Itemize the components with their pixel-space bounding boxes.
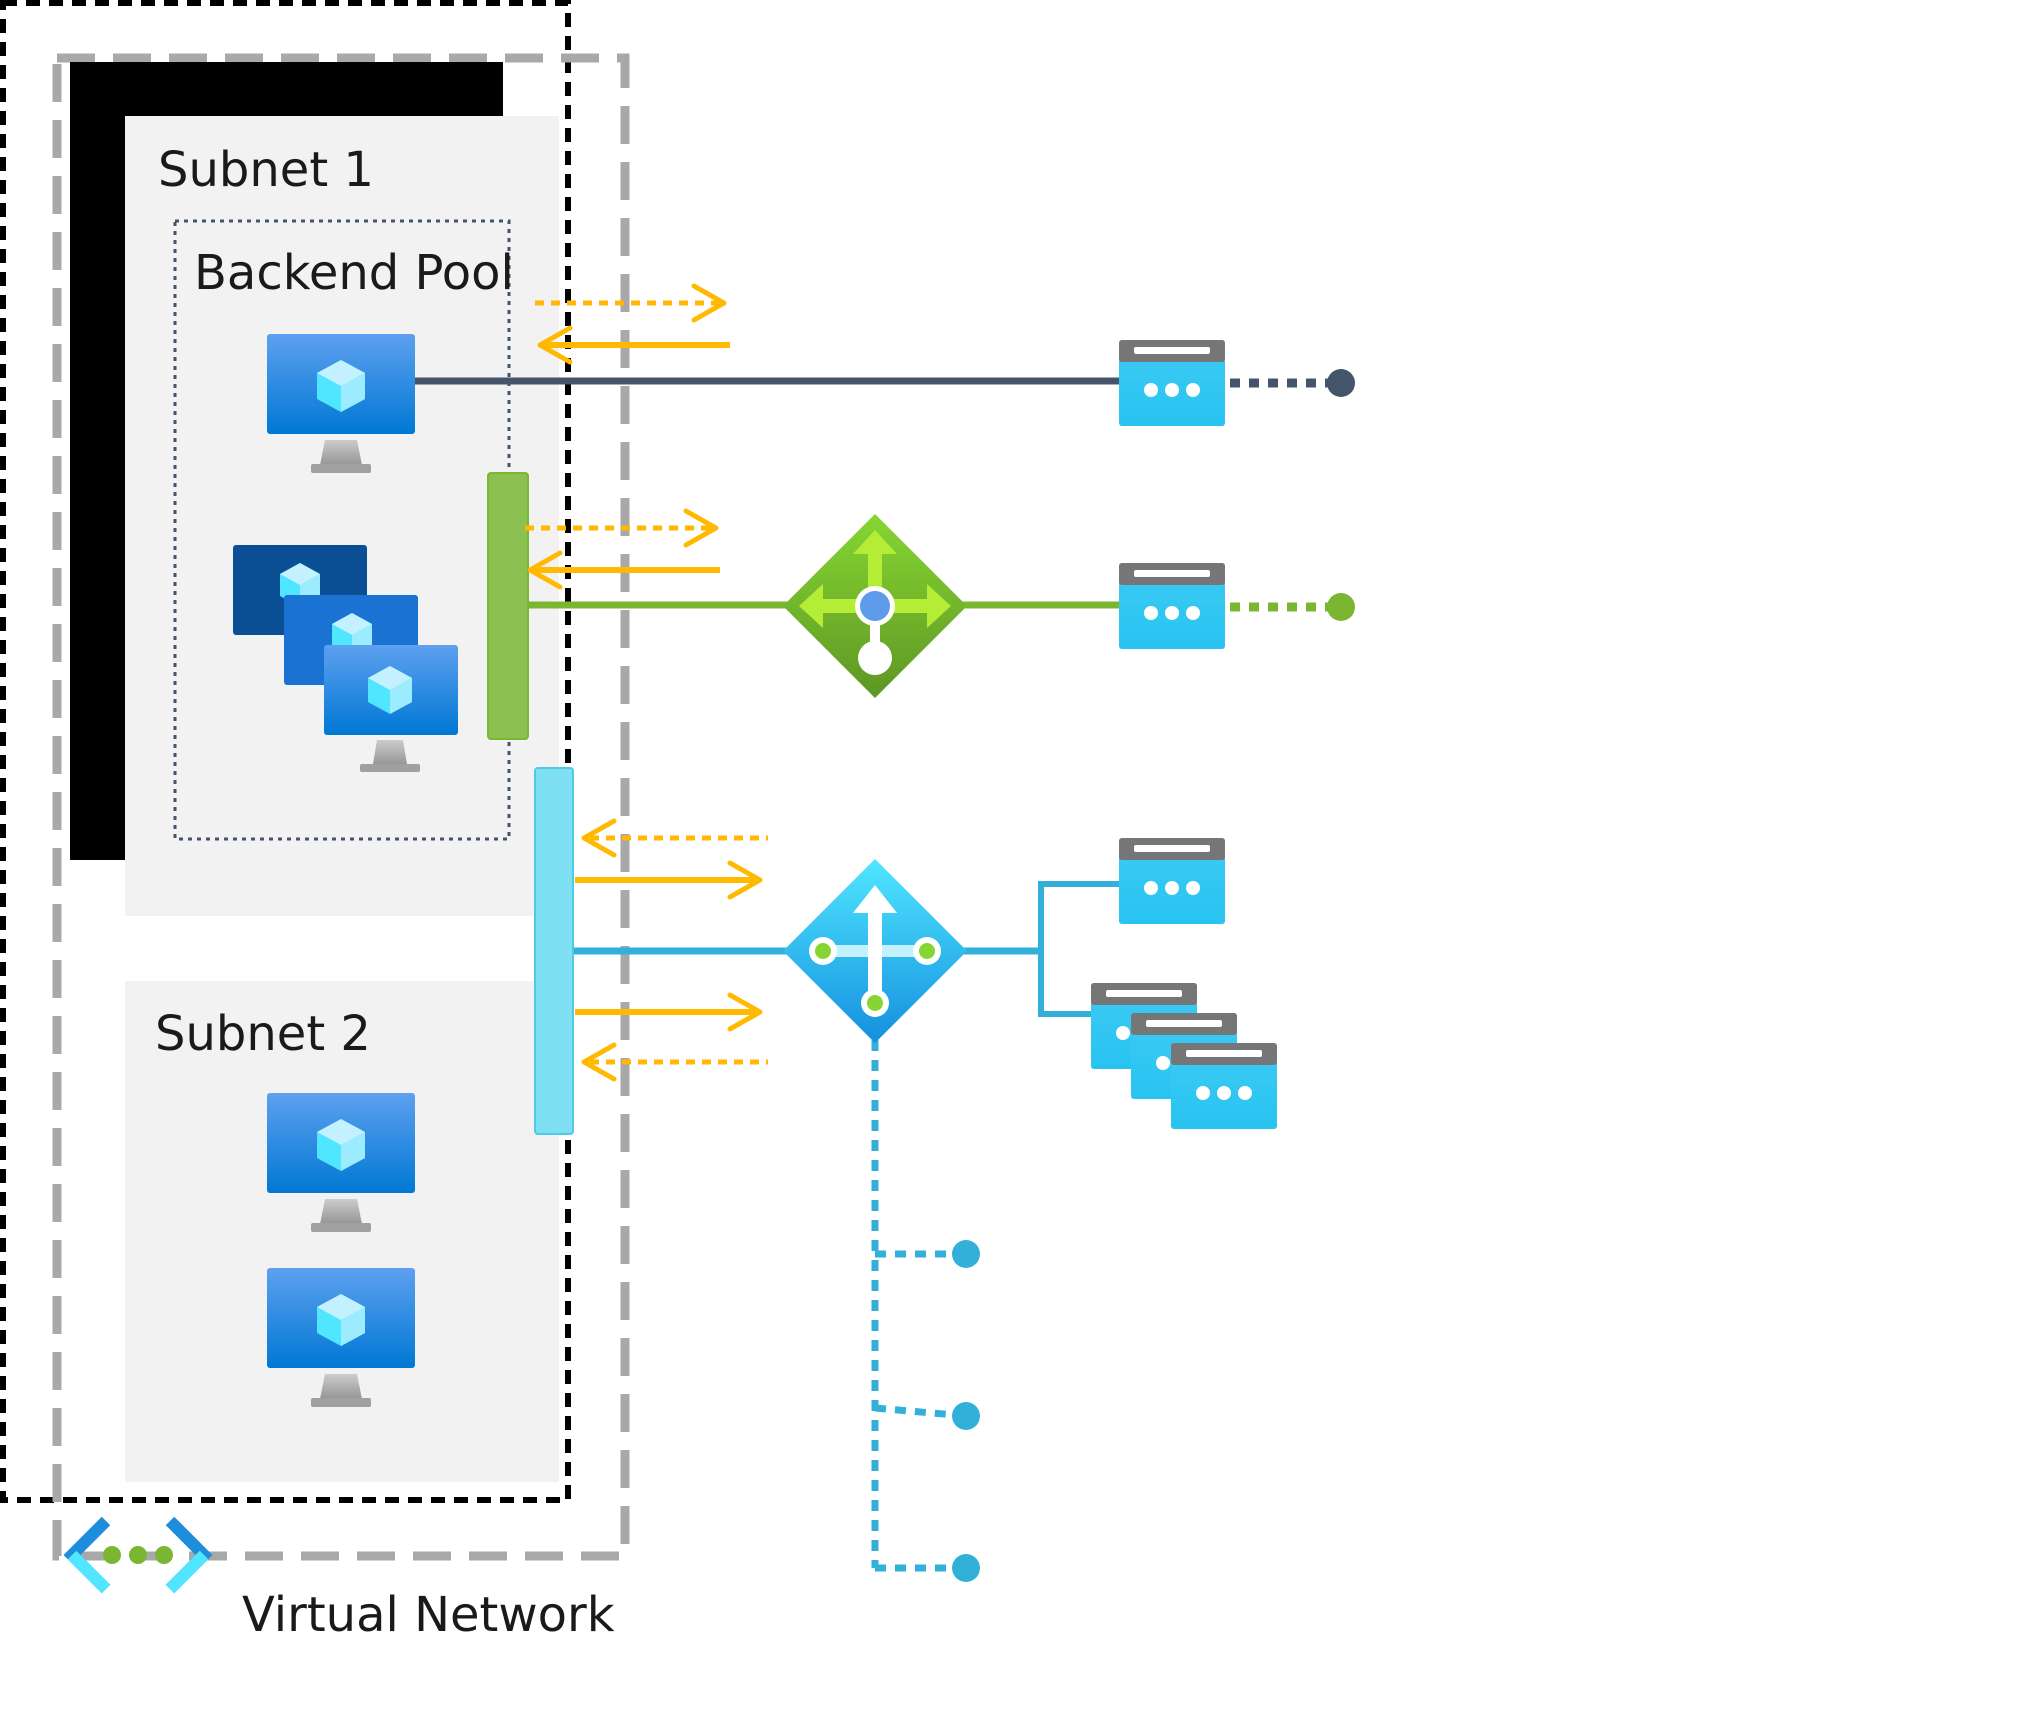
vm-terminal-node [1327, 369, 1355, 397]
network-interface-icon [1119, 340, 1225, 426]
public-lb-terminal-node [1327, 593, 1355, 621]
internal-lb-frontend-bar [534, 767, 574, 1135]
traffic-arrows-3 [575, 821, 768, 897]
bus-branch-2 [874, 1404, 956, 1419]
virtual-network-icon [63, 1516, 213, 1594]
public-lb-frontend-bar [487, 472, 529, 740]
vm-scale-set-icon [233, 545, 458, 772]
traffic-arrows-4 [575, 995, 768, 1079]
black-bar [70, 62, 503, 860]
public-load-balancer-icon [783, 514, 967, 698]
internal-load-balancer-icon [783, 859, 967, 1043]
virtual-network-label: Virtual Network [242, 1587, 615, 1643]
network-interface-icon [1119, 563, 1225, 649]
subnet-1 [125, 116, 559, 916]
bus-node-1 [952, 1240, 980, 1268]
subnet-1-label: Subnet 1 [158, 142, 374, 198]
virtual-network-boundary [52, 53, 630, 1561]
network-interface-icon [1171, 1043, 1277, 1129]
bus-node-2 [952, 1402, 980, 1430]
traffic-arrows-2 [525, 511, 720, 587]
subnet-2-label: Subnet 2 [155, 1006, 371, 1062]
backend-pool-label: Backend Pool [194, 245, 514, 301]
network-interface-icon [1119, 838, 1225, 924]
internal-lb-branch [1038, 881, 1124, 1017]
outer-boundary [0, 0, 571, 1503]
traffic-arrows-1 [535, 286, 730, 362]
bus-node-3 [952, 1554, 980, 1582]
